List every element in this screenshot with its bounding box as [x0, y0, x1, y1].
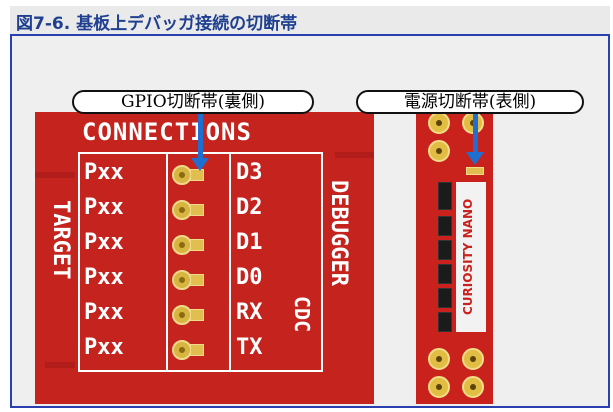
callout-power-cut-strap: 電源切断帯(表側)	[356, 90, 584, 114]
row-right-label: D2	[236, 195, 263, 220]
pcb-trace	[335, 152, 374, 158]
silk-debugger-label: DEBUGGER	[326, 180, 351, 286]
row-left-label: Pxx	[84, 335, 124, 360]
through-hole-pad	[462, 348, 484, 370]
smd-component	[438, 312, 452, 332]
row-left-label: Pxx	[84, 265, 124, 290]
figure-title: 図7-6. 基板上デバッガ接続の切断帯	[10, 6, 610, 34]
row-left-label: Pxx	[84, 160, 124, 185]
board-label-sticker: CURIOSITY NANO	[456, 182, 486, 332]
through-hole-pad	[428, 112, 450, 134]
through-hole-pad	[428, 348, 450, 370]
row-right-label: D3	[236, 160, 263, 185]
silk-header-connections: CONNECTIONS	[82, 118, 252, 146]
smd-component	[438, 240, 452, 260]
smd-component	[438, 264, 452, 284]
row-right-label: D0	[236, 265, 263, 290]
board-label-text: CURIOSITY NANO	[461, 198, 475, 316]
silk-target-label: TARGET	[48, 200, 73, 280]
arrow-gpio-head	[191, 158, 209, 171]
smd-component	[438, 182, 452, 210]
smd-component	[438, 216, 452, 236]
row-left-label: Pxx	[84, 300, 124, 325]
callout-power-text: 電源切断帯(表側)	[403, 92, 537, 112]
callout-gpio-text: GPIO切断帯(裏側)	[121, 92, 265, 112]
figure-title-text: 図7-6. 基板上デバッガ接続の切断帯	[16, 14, 298, 34]
through-hole-pad	[462, 376, 484, 398]
row-right-label: RX	[236, 300, 263, 325]
silk-divider-left	[166, 152, 168, 372]
smd-component	[438, 288, 452, 308]
arrow-power-head	[466, 152, 484, 165]
silk-cdc-label: CDC	[290, 296, 314, 333]
arrow-gpio-shaft	[198, 114, 203, 160]
row-right-label: TX	[236, 335, 263, 360]
callout-gpio-cut-strap: GPIO切断帯(裏側)	[72, 90, 314, 114]
pcb-trace	[45, 362, 75, 368]
arrow-power-shaft	[473, 114, 478, 154]
row-left-label: Pxx	[84, 230, 124, 255]
row-right-label: D1	[236, 230, 263, 255]
silk-divider-right	[229, 152, 231, 372]
row-left-label: Pxx	[84, 195, 124, 220]
pcb-trace	[35, 172, 75, 178]
through-hole-pad	[428, 376, 450, 398]
through-hole-pad	[428, 140, 450, 162]
